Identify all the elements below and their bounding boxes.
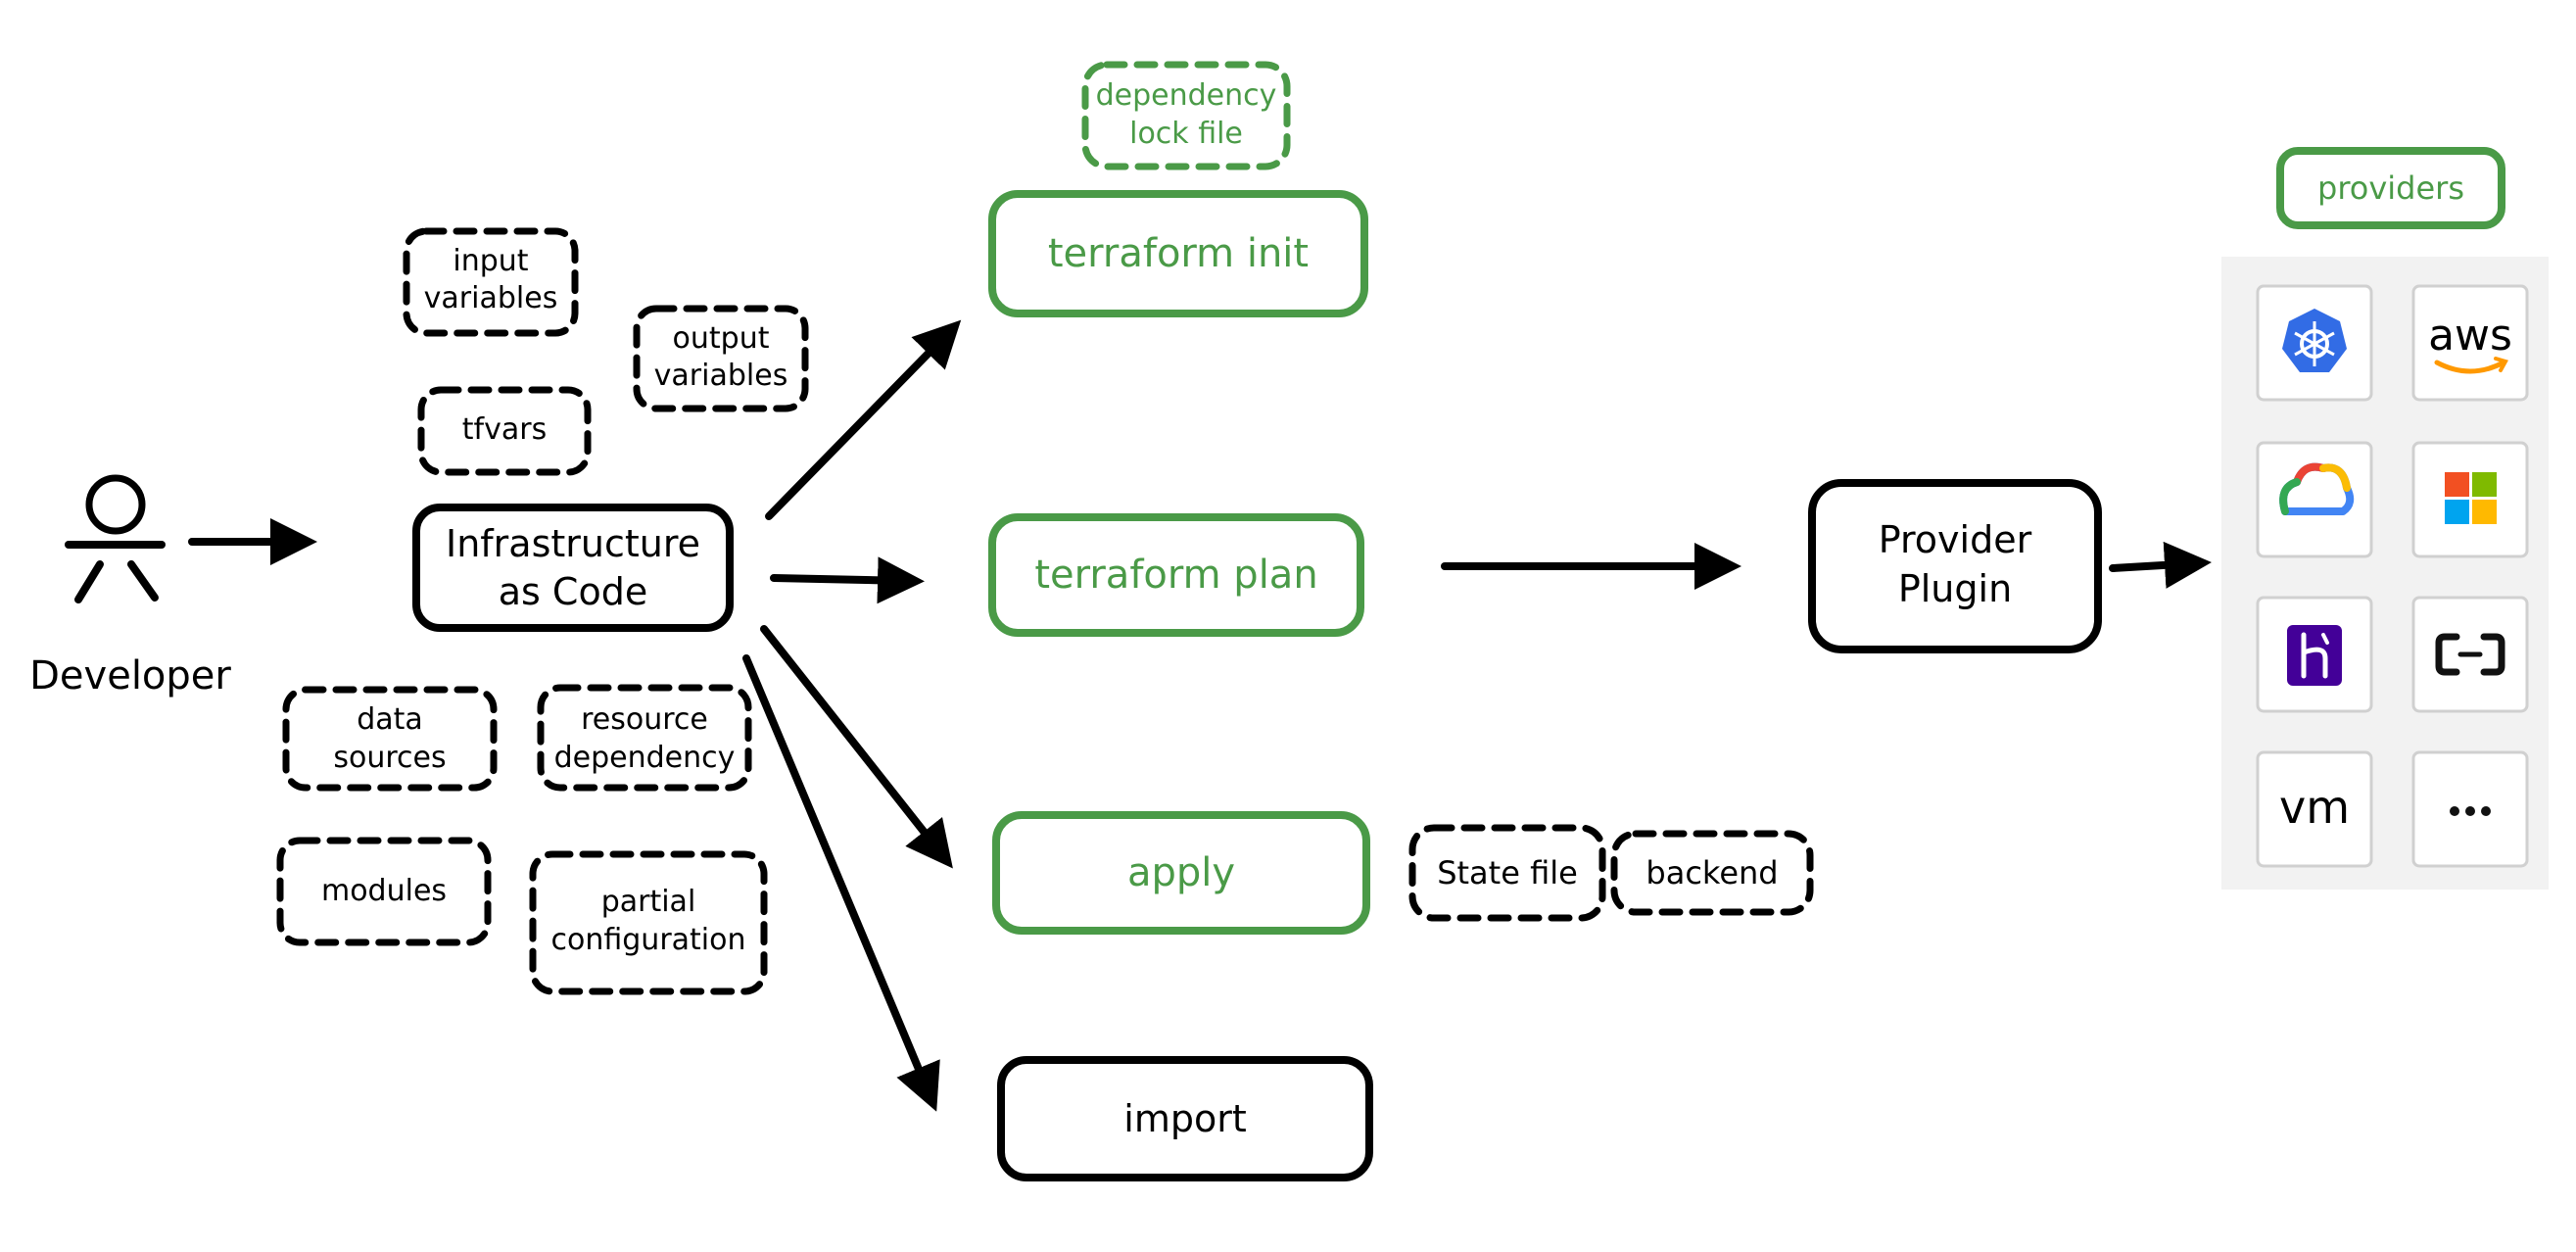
output-variables-line2: variables <box>654 359 788 393</box>
iac-label-line1: Infrastructure <box>446 522 700 565</box>
terraform-init-label: terraform init <box>1048 231 1309 276</box>
resource-dependency-box: resource dependency <box>537 684 752 792</box>
arrow-iac-to-plan <box>770 556 925 604</box>
developer-left-leg <box>74 560 104 603</box>
arrows <box>188 319 2212 1112</box>
alibaba-cloud-icon <box>2411 596 2529 713</box>
modules-box: modules <box>276 837 492 946</box>
data-sources-box: data sources <box>282 686 498 792</box>
vmware-icon: vm <box>2256 750 2373 868</box>
terraform-init-box: terraform init <box>988 190 1368 317</box>
kubernetes-icon <box>2256 284 2373 402</box>
more-icon <box>2411 750 2529 868</box>
state-file-box: State file <box>1408 824 1606 922</box>
terraform-plan-box: terraform plan <box>988 513 1364 637</box>
apply-label: apply <box>1127 850 1235 895</box>
data-sources-line2: sources <box>333 741 446 775</box>
resource-dependency-line2: dependency <box>554 741 736 775</box>
developer-right-leg <box>127 560 159 602</box>
output-variables-box: output variables <box>633 305 809 412</box>
partial-configuration-line2: configuration <box>551 923 746 957</box>
input-variables-line2: variables <box>424 281 558 315</box>
infrastructure-as-code-box: Infrastructure as Code <box>412 504 734 632</box>
modules-label: modules <box>321 874 447 908</box>
backend-label: backend <box>1646 854 1778 891</box>
developer-head <box>85 474 146 535</box>
providers-title-box: providers <box>2276 147 2505 229</box>
iac-label-line2: as Code <box>499 570 647 613</box>
lock-file-line2: lock file <box>1129 117 1243 151</box>
providers-panel: aws <box>2221 257 2549 890</box>
import-label: import <box>1123 1097 1246 1140</box>
backend-box: backend <box>1610 830 1814 916</box>
heroku-icon <box>2256 596 2373 713</box>
microsoft-icon <box>2411 441 2529 558</box>
dependency-lock-file-box: dependency lock file <box>1081 61 1291 170</box>
output-variables-line1: output <box>673 321 770 356</box>
provider-plugin-line2: Plugin <box>1898 567 2012 610</box>
provider-plugin-line1: Provider <box>1879 518 2032 561</box>
aws-icon-text: aws <box>2428 311 2512 361</box>
arrow-iac-to-import <box>742 654 940 1112</box>
partial-configuration-box: partial configuration <box>529 850 768 995</box>
lock-file-line1: dependency <box>1096 78 1277 113</box>
partial-configuration-line1: partial <box>601 885 696 919</box>
tfvars-label: tfvars <box>462 412 547 447</box>
input-variables-box: input variables <box>403 227 579 337</box>
providers-title-label: providers <box>2317 169 2464 207</box>
apply-box: apply <box>992 811 1370 935</box>
state-file-label: State file <box>1437 854 1578 891</box>
developer-label: Developer <box>29 653 231 698</box>
google-cloud-icon <box>2256 441 2373 558</box>
arrow-iac-to-init <box>765 319 962 520</box>
arrow-provider-plugin-to-providers <box>2109 541 2212 589</box>
aws-icon: aws <box>2411 284 2529 402</box>
vmware-icon-text: vm <box>2279 781 2350 834</box>
provider-plugin-box: Provider Plugin <box>1808 479 2102 653</box>
terraform-plan-label: terraform plan <box>1034 553 1317 598</box>
resource-dependency-line1: resource <box>581 702 708 737</box>
developer-actor: Developer <box>29 474 231 698</box>
import-box: import <box>997 1056 1373 1181</box>
tfvars-box: tfvars <box>417 386 592 476</box>
arrow-iac-to-apply <box>760 625 953 869</box>
input-variables-line1: input <box>453 244 528 278</box>
data-sources-line1: data <box>357 702 423 737</box>
